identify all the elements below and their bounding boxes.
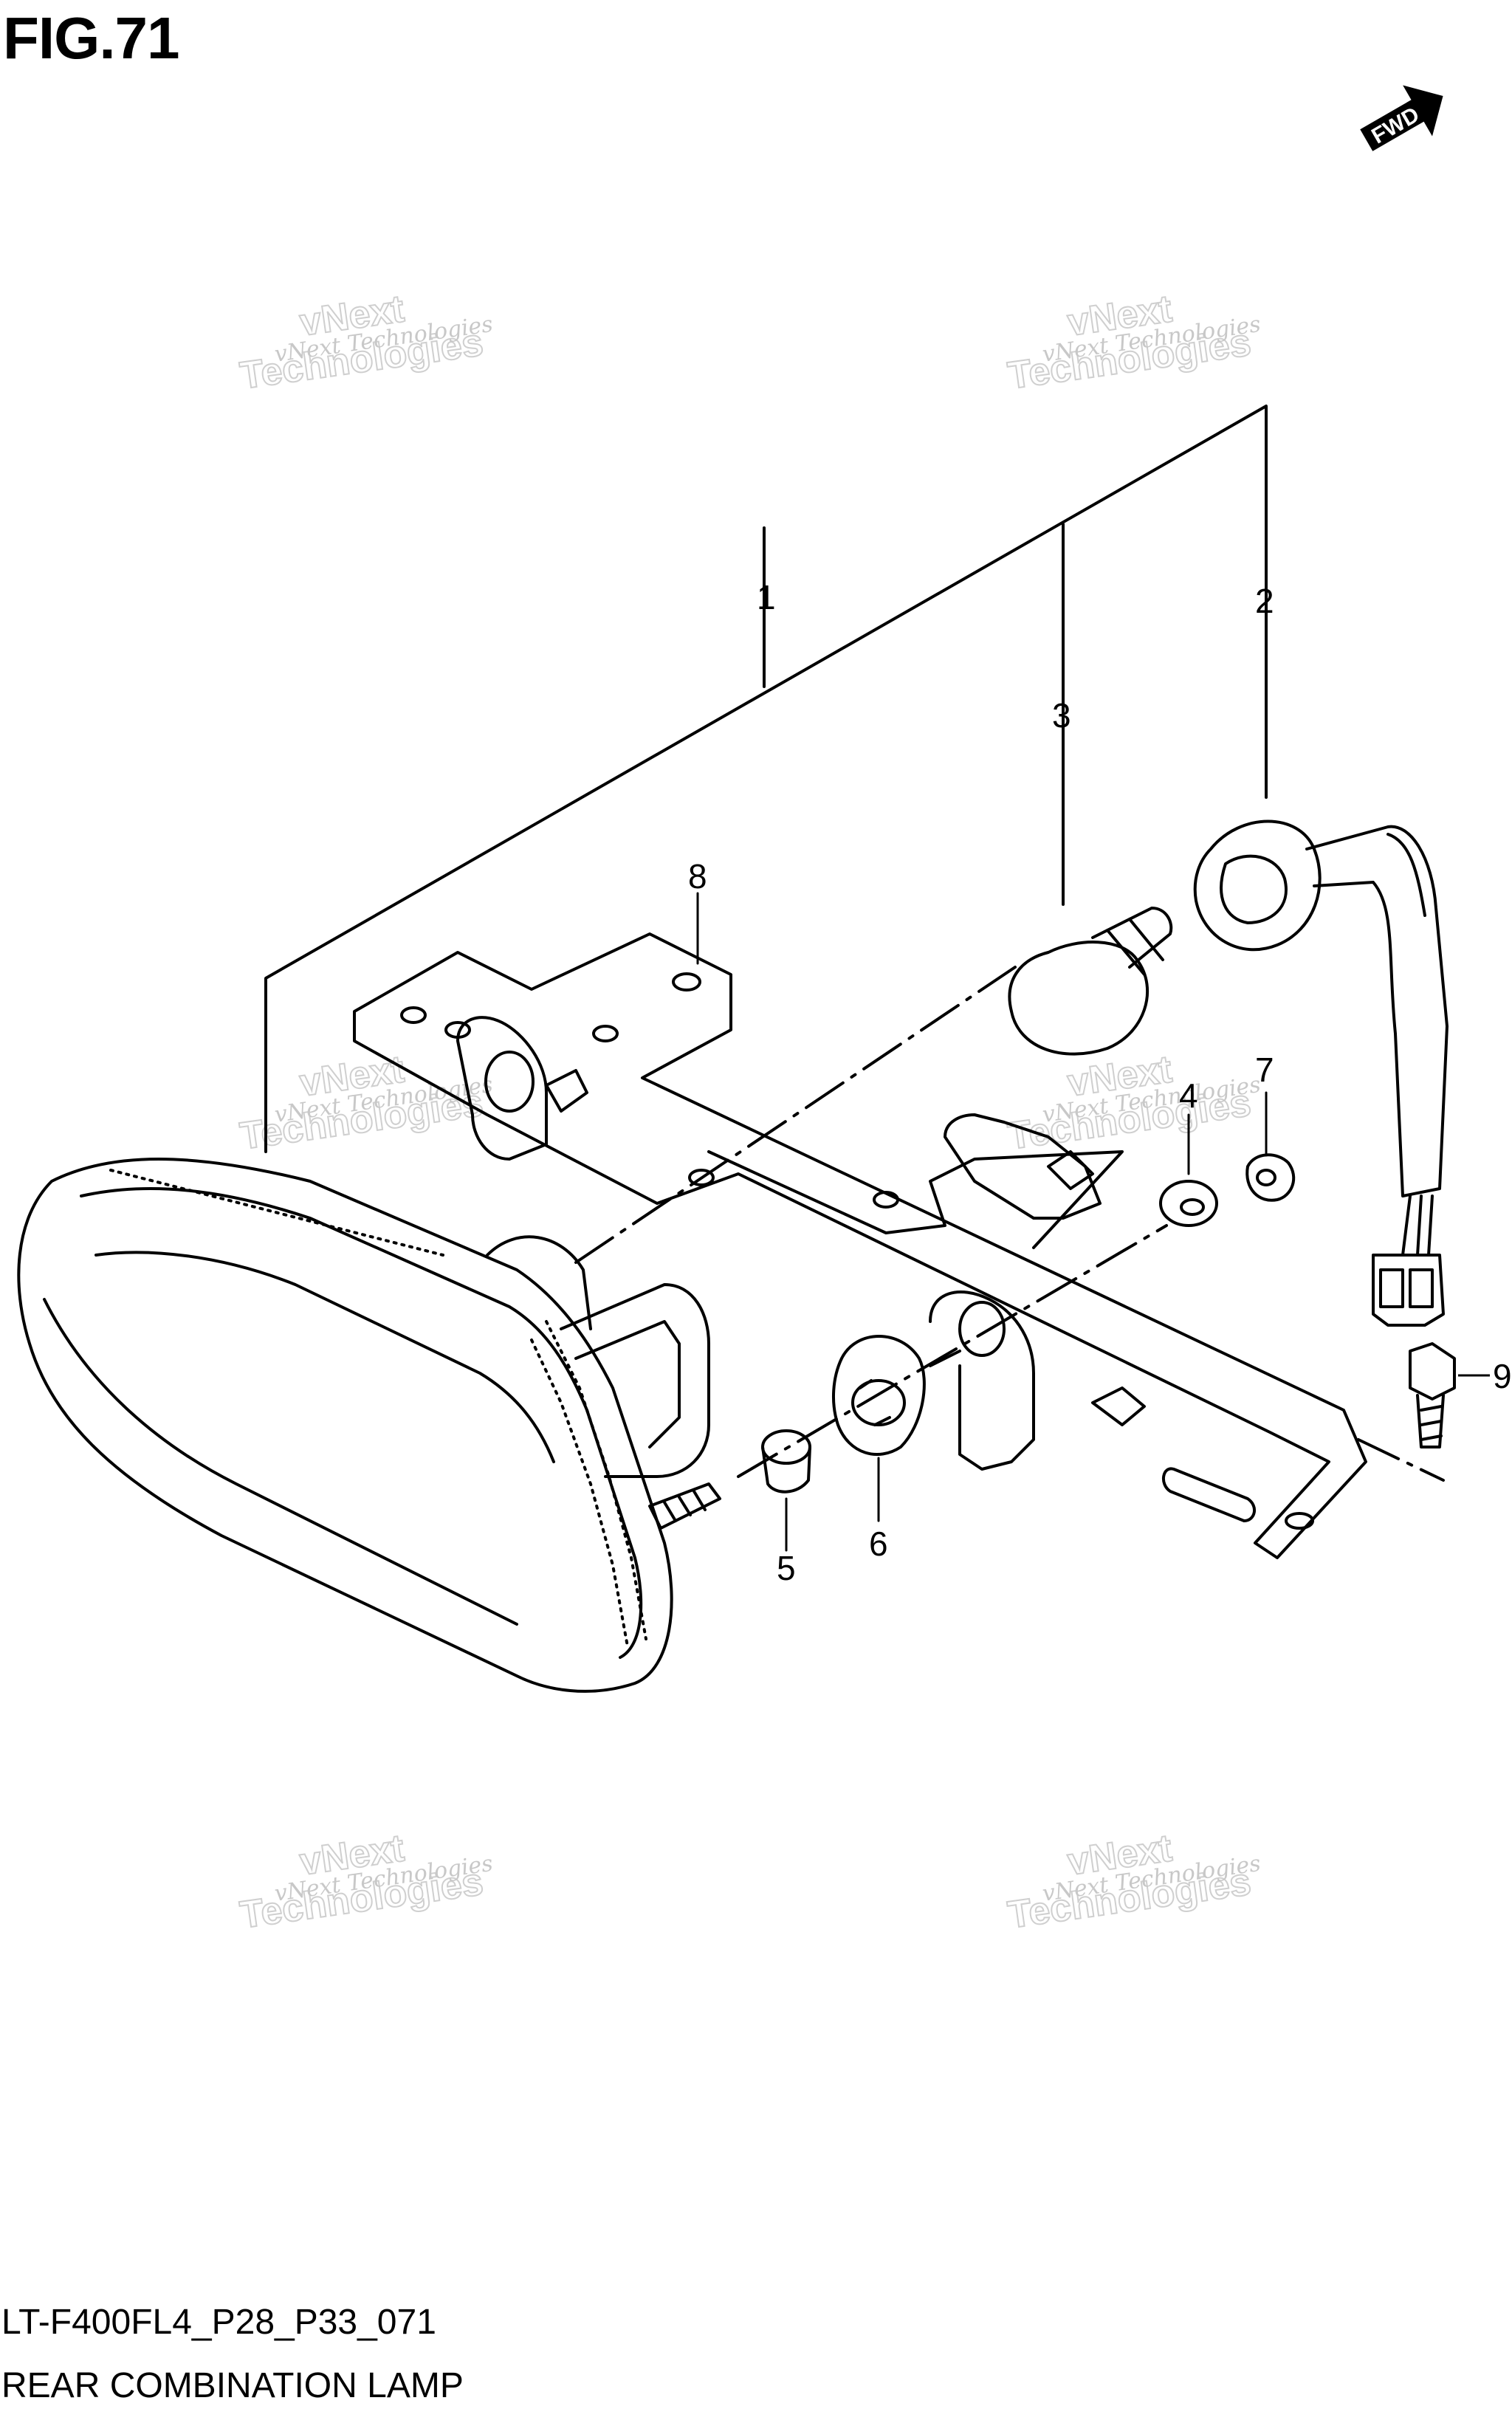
callout-4: 4 — [1179, 1076, 1198, 1115]
figure-name: REAR COMBINATION LAMP — [1, 2366, 464, 2405]
mounting-bracket — [353, 932, 1367, 1559]
callout-7: 7 — [1255, 1051, 1274, 1089]
fwd-arrow-icon: FWD — [1360, 85, 1443, 151]
watermark-bottom-left: Technologies vNext vNext Technologies — [237, 1826, 495, 1937]
grommet — [761, 1429, 811, 1494]
figure-code: LT-F400FL4_P28_P33_071 — [1, 2303, 436, 2342]
nut — [1245, 1153, 1296, 1202]
callout-8: 8 — [688, 857, 707, 896]
callout-5: 5 — [777, 1549, 796, 1587]
washer — [1159, 1180, 1218, 1227]
callout-6: 6 — [869, 1525, 888, 1563]
bulb — [1008, 907, 1173, 1056]
callout-1: 1 — [757, 578, 776, 616]
tail-lamp-housing — [17, 1158, 721, 1693]
callout-leaders — [696, 892, 1268, 1552]
watermark-top-right: Technologies vNext vNext Technologies — [1005, 286, 1262, 398]
bolt — [1409, 1342, 1456, 1448]
figure-title: FIG.71 — [3, 5, 180, 71]
callout-9: 9 — [1493, 1357, 1512, 1395]
callout-2: 2 — [1255, 582, 1274, 620]
assembly-leader-lines — [264, 405, 1268, 1153]
watermark-bottom-right: Technologies vNext vNext Technologies — [1005, 1826, 1262, 1937]
watermark-mid-right: Technologies vNext vNext Technologies — [1005, 1047, 1262, 1158]
center-lines — [574, 966, 1445, 1482]
watermark-top-left: Technologies vNext vNext Technologies — [237, 286, 495, 398]
bushing — [831, 1335, 926, 1456]
socket-harness — [1193, 819, 1449, 1327]
callout-3: 3 — [1052, 696, 1071, 735]
